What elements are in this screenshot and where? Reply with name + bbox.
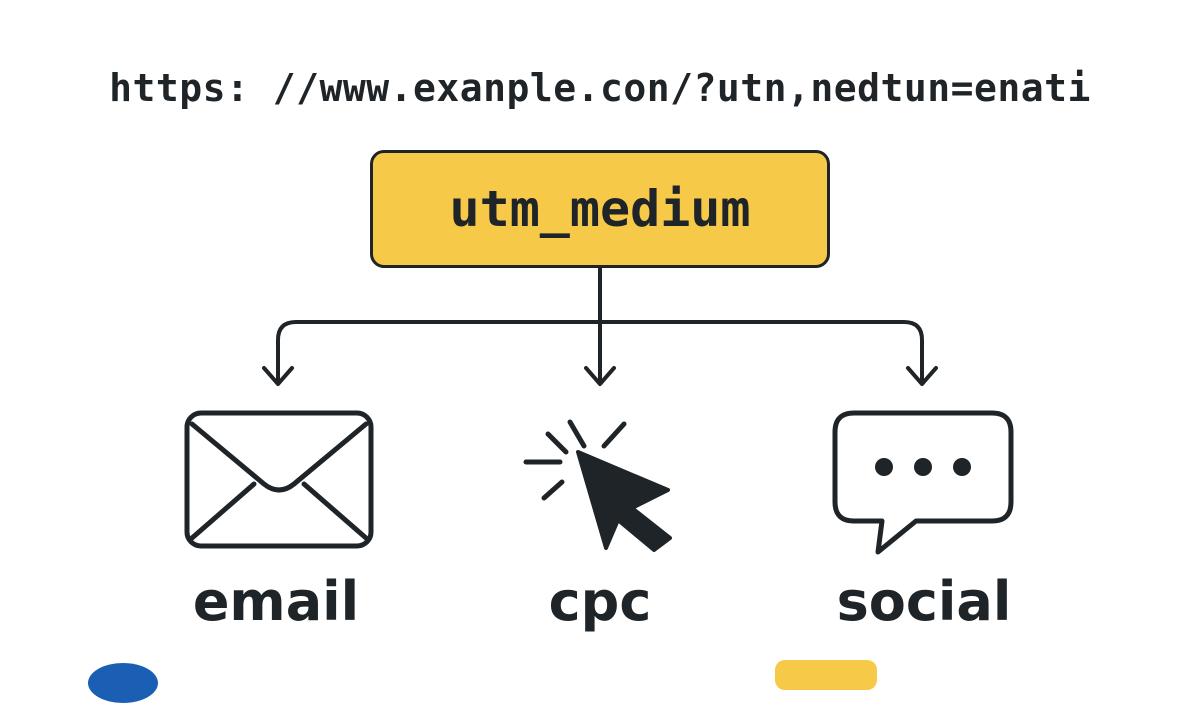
url-text: https: //www.exanple.con/?utn‚nedtun=ena… [109,66,1091,110]
utm-medium-box: utm_medium [370,150,830,268]
branch-label-email: email [192,570,360,633]
dot-icon [875,458,893,476]
cursor-click-icon [523,419,672,552]
envelope-icon [184,410,374,549]
blue-circle-badge [88,663,158,703]
branch-label-cpc: cpc [548,570,652,633]
speech-bubble-icon [832,410,1014,555]
yellow-tag-badge [775,660,877,690]
arrowhead-center [584,366,616,386]
dot-icon [914,458,932,476]
branch-label-social: social [836,570,1012,633]
dot-icon [953,458,971,476]
branch-connectors [262,266,938,386]
branch-bar [276,320,924,382]
parameter-label: utm_medium [449,180,751,238]
arrowhead-right [906,366,938,386]
arrowhead-left [262,366,294,386]
